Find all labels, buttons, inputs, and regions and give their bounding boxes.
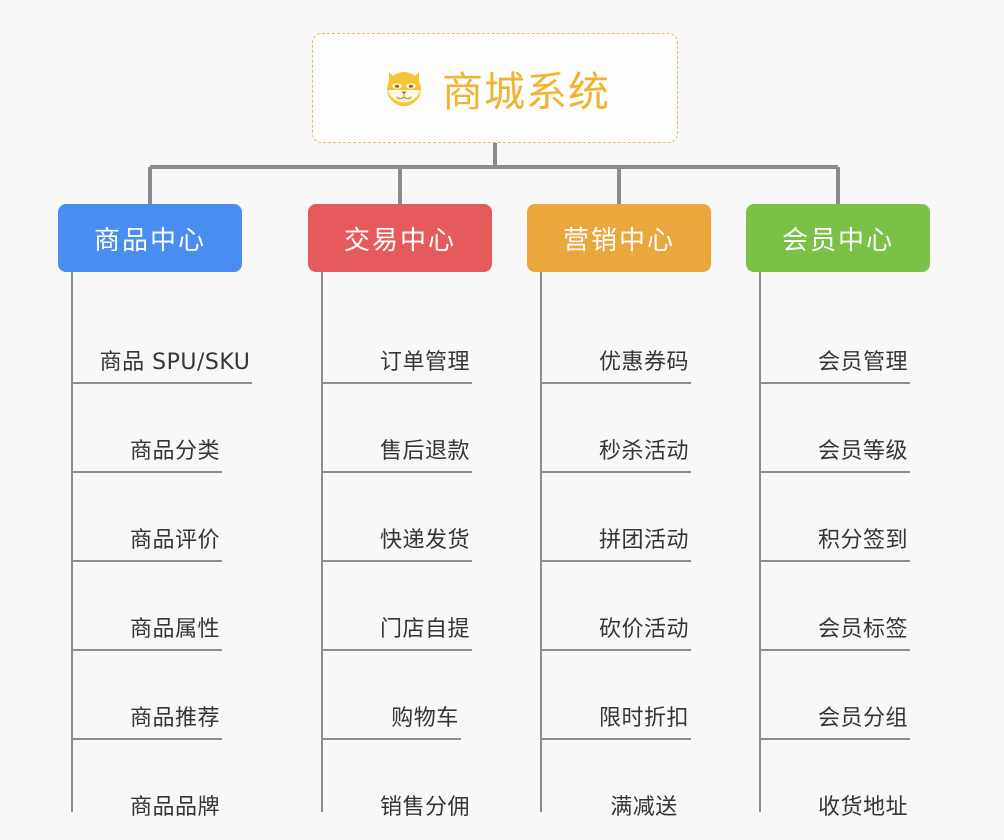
leaf-item-label: 商品属性 bbox=[129, 617, 220, 642]
leaf-item-label: 快递发货 bbox=[379, 528, 470, 553]
leaf-item-label: 优惠券码 bbox=[598, 350, 689, 375]
leaf-item-label: 商品分类 bbox=[129, 439, 220, 464]
category-header-label: 营销中心 bbox=[562, 225, 675, 256]
leaf-item-label: 会员管理 bbox=[817, 350, 908, 375]
leaf-item-label: 积分签到 bbox=[817, 528, 908, 553]
leaf-item-label: 会员等级 bbox=[817, 439, 908, 464]
leaf-item-label: 购物车 bbox=[391, 706, 459, 731]
leaf-item-label: 秒杀活动 bbox=[598, 439, 689, 464]
leaf-item[interactable]: 会员标签 bbox=[760, 561, 966, 650]
leaf-item-label: 订单管理 bbox=[379, 350, 470, 375]
leaf-item[interactable]: 售后退款 bbox=[322, 383, 528, 472]
leaf-item-label: 商品推荐 bbox=[129, 706, 220, 731]
leaf-item-label: 商品评价 bbox=[129, 528, 220, 553]
leaf-item-label: 砍价活动 bbox=[598, 617, 689, 642]
leaf-item[interactable]: 限时折扣 bbox=[541, 650, 747, 739]
leaf-item[interactable]: 砍价活动 bbox=[541, 561, 747, 650]
leaf-item[interactable]: 商品品牌 bbox=[72, 739, 278, 828]
leaf-item-label: 收货地址 bbox=[817, 795, 908, 820]
leaf-item-label: 销售分佣 bbox=[379, 795, 470, 820]
shiba-dog-face-icon bbox=[380, 64, 428, 112]
leaf-item[interactable]: 订单管理 bbox=[322, 294, 528, 383]
category-header-member-center[interactable]: 会员中心 bbox=[746, 204, 930, 272]
leaf-list-trade-center: 订单管理售后退款快递发货门店自提购物车销售分佣 bbox=[308, 272, 528, 828]
category-header-product-center[interactable]: 商品中心 bbox=[58, 204, 242, 272]
leaf-item-label: 商品 SPU/SKU bbox=[99, 350, 251, 375]
leaf-item-label: 拼团活动 bbox=[598, 528, 689, 553]
leaf-item-label: 满减送 bbox=[610, 795, 678, 820]
leaf-item[interactable]: 优惠券码 bbox=[541, 294, 747, 383]
category-header-label: 会员中心 bbox=[781, 225, 894, 256]
category-header-marketing-center[interactable]: 营销中心 bbox=[527, 204, 711, 272]
leaf-list-marketing-center: 优惠券码秒杀活动拼团活动砍价活动限时折扣满减送 bbox=[527, 272, 747, 828]
leaf-item[interactable]: 商品 SPU/SKU bbox=[72, 294, 278, 383]
leaf-item-label: 商品品牌 bbox=[129, 795, 220, 820]
leaf-item-label: 门店自提 bbox=[379, 617, 470, 642]
leaf-item[interactable]: 会员管理 bbox=[760, 294, 966, 383]
leaf-item[interactable]: 购物车 bbox=[322, 650, 528, 739]
category-header-label: 商品中心 bbox=[93, 225, 206, 256]
category-column-trade-center: 交易中心订单管理售后退款快递发货门店自提购物车销售分佣 bbox=[308, 204, 528, 828]
leaf-item[interactable]: 会员分组 bbox=[760, 650, 966, 739]
root-node[interactable]: 商城系统 bbox=[312, 33, 678, 143]
leaf-item[interactable]: 商品属性 bbox=[72, 561, 278, 650]
category-header-label: 交易中心 bbox=[343, 225, 456, 256]
leaf-item[interactable]: 收货地址 bbox=[760, 739, 966, 828]
leaf-list-product-center: 商品 SPU/SKU 商品分类商品评价商品属性商品推荐商品品牌 bbox=[58, 272, 278, 828]
leaf-list-member-center: 会员管理会员等级积分签到会员标签会员分组收货地址 bbox=[746, 272, 966, 828]
leaf-item-label: 售后退款 bbox=[379, 439, 470, 464]
leaf-item-label: 限时折扣 bbox=[598, 706, 689, 731]
category-column-marketing-center: 营销中心优惠券码秒杀活动拼团活动砍价活动限时折扣满减送 bbox=[527, 204, 747, 828]
leaf-item[interactable]: 商品推荐 bbox=[72, 650, 278, 739]
leaf-item[interactable]: 秒杀活动 bbox=[541, 383, 747, 472]
leaf-item[interactable]: 拼团活动 bbox=[541, 472, 747, 561]
root-title: 商城系统 bbox=[442, 68, 610, 116]
category-header-trade-center[interactable]: 交易中心 bbox=[308, 204, 492, 272]
leaf-item-label: 会员分组 bbox=[817, 706, 908, 731]
category-column-member-center: 会员中心会员管理会员等级积分签到会员标签会员分组收货地址 bbox=[746, 204, 966, 828]
leaf-item[interactable]: 门店自提 bbox=[322, 561, 528, 650]
leaf-item[interactable]: 会员等级 bbox=[760, 383, 966, 472]
category-column-product-center: 商品中心商品 SPU/SKU 商品分类商品评价商品属性商品推荐商品品牌 bbox=[58, 204, 278, 828]
leaf-item-label: 会员标签 bbox=[817, 617, 908, 642]
leaf-item[interactable]: 销售分佣 bbox=[322, 739, 528, 828]
leaf-item[interactable]: 满减送 bbox=[541, 739, 747, 828]
leaf-item[interactable]: 商品分类 bbox=[72, 383, 278, 472]
leaf-item[interactable]: 积分签到 bbox=[760, 472, 966, 561]
leaf-item[interactable]: 商品评价 bbox=[72, 472, 278, 561]
leaf-item[interactable]: 快递发货 bbox=[322, 472, 528, 561]
